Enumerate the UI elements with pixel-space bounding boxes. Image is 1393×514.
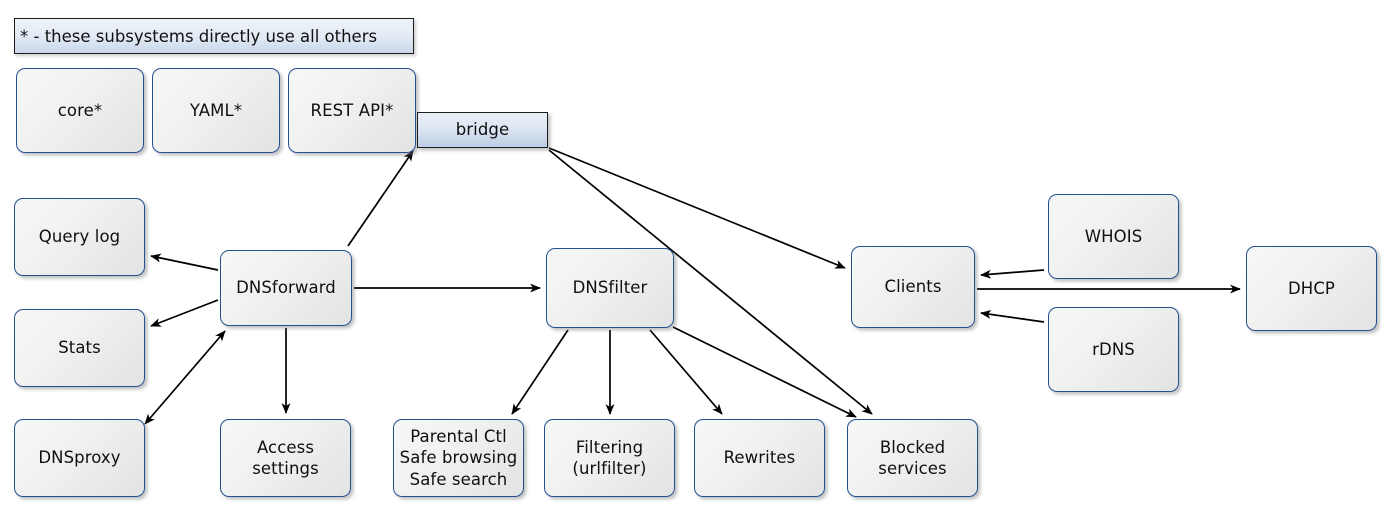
node-restapi[interactable]: REST API* xyxy=(288,68,416,153)
node-label-dnsproxy: DNSproxy xyxy=(38,448,121,468)
node-dnsforward[interactable]: DNSforward xyxy=(220,250,352,326)
node-label-rewrites: Rewrites xyxy=(723,448,796,468)
node-whois[interactable]: WHOIS xyxy=(1048,194,1179,279)
node-querylog[interactable]: Query log xyxy=(14,198,145,276)
node-filtering[interactable]: Filtering (urlfilter) xyxy=(544,419,675,497)
node-label-bridge: bridge xyxy=(455,120,510,140)
node-label-querylog: Query log xyxy=(38,227,121,247)
edge-dnsfilter-to-rewrites xyxy=(649,329,723,415)
node-label-dnsforward: DNSforward xyxy=(236,278,336,298)
edge-dnsfilter-to-parental xyxy=(511,329,569,415)
node-core[interactable]: core* xyxy=(16,68,144,153)
node-label-blocked: Blocked services xyxy=(878,437,947,478)
node-clients[interactable]: Clients xyxy=(851,246,975,328)
node-yaml[interactable]: YAML* xyxy=(152,68,280,153)
node-dnsfilter[interactable]: DNSfilter xyxy=(546,248,674,328)
node-label-dnsfilter: DNSfilter xyxy=(572,278,648,298)
node-label-parental: Parental Ctl Safe browsing Safe search xyxy=(399,426,518,489)
edge-dnsforward-to-stats xyxy=(150,299,219,327)
edge-rdns-to-clients xyxy=(980,309,1045,323)
node-stats[interactable]: Stats xyxy=(14,309,145,387)
node-rdns[interactable]: rDNS xyxy=(1048,307,1179,392)
node-label-rdns: rDNS xyxy=(1092,339,1135,359)
node-label-dhcp: DHCP xyxy=(1288,278,1335,298)
node-bridge[interactable]: bridge xyxy=(417,112,548,148)
node-blocked[interactable]: Blocked services xyxy=(847,419,978,497)
legend-box: * - these subsystems directly use all ot… xyxy=(14,18,414,54)
node-dnsproxy[interactable]: DNSproxy xyxy=(14,419,145,497)
edge-whois-to-clients xyxy=(980,269,1045,279)
node-label-filtering: Filtering (urlfilter) xyxy=(572,437,647,478)
node-label-whois: WHOIS xyxy=(1084,226,1143,246)
node-rewrites[interactable]: Rewrites xyxy=(694,419,825,497)
edge-dnsproxy-to-dnsforward xyxy=(144,330,226,425)
node-label-stats: Stats xyxy=(58,338,101,358)
node-label-core: core* xyxy=(57,100,103,120)
node-label-clients: Clients xyxy=(884,277,942,297)
node-label-access: Access settings xyxy=(252,437,319,478)
node-dhcp[interactable]: DHCP xyxy=(1246,246,1377,331)
edge-dnsforward-to-querylog xyxy=(150,253,219,271)
edge-dnsforward-to-bridge xyxy=(347,150,414,247)
node-access[interactable]: Access settings xyxy=(220,419,351,497)
node-label-yaml: YAML* xyxy=(189,100,243,120)
edge-dnsfilter-to-blocked xyxy=(672,326,857,418)
node-label-restapi: REST API* xyxy=(310,100,394,120)
node-parental[interactable]: Parental Ctl Safe browsing Safe search xyxy=(393,419,524,497)
legend-text: * - these subsystems directly use all ot… xyxy=(20,26,378,46)
